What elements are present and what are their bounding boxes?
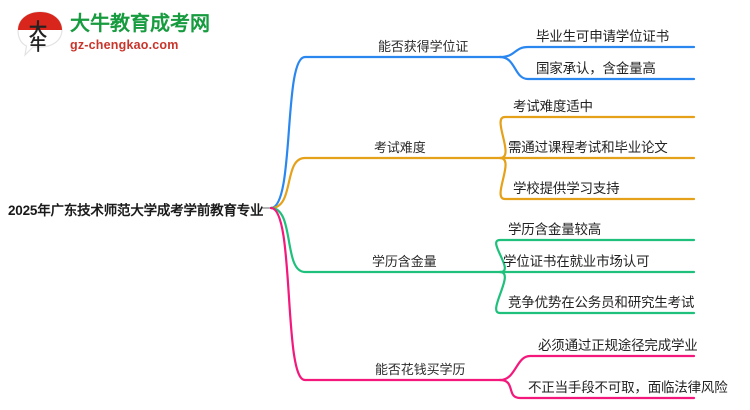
mindmap-connector: [498, 45, 696, 59]
mindmap-connector: [498, 354, 696, 382]
mindmap-connector: [269, 206, 502, 382]
mindmap-connector: [498, 378, 696, 400]
leaf-node-label[interactable]: 不正当手段不可取，面临法律风险: [528, 380, 728, 395]
site-logo: 大 牛 大牛教育成考网 gz-chengkao.com: [14, 8, 210, 60]
mindmap-connector: [269, 156, 502, 210]
leaf-node-label[interactable]: 学位证书在就业市场认可: [503, 254, 650, 269]
mindmap-connector: [498, 156, 696, 201]
svg-text:大: 大: [29, 19, 47, 40]
logo-domain: gz-chengkao.com: [70, 38, 179, 52]
mindmap-connector: [269, 206, 502, 274]
leaf-node-label[interactable]: 考试难度适中: [513, 99, 593, 114]
logo-mark-icon: 大 牛: [17, 11, 63, 57]
branch-node-label[interactable]: 考试难度: [374, 140, 426, 155]
leaf-node-label[interactable]: 必须通过正规途径完成学业: [538, 338, 698, 353]
branch-node-label[interactable]: 能否花钱买学历: [375, 362, 466, 377]
logo-wordmark: 大牛教育成考网 gz-chengkao.com: [70, 11, 210, 57]
mindmap-connector: [495, 270, 696, 315]
root-node-label[interactable]: 2025年广东技术师范大学成考学前教育专业: [8, 203, 264, 218]
leaf-node-label[interactable]: 需通过课程考试和毕业论文: [508, 140, 668, 155]
leaf-node-label[interactable]: 竞争优势在公务员和研究生考试: [508, 295, 695, 310]
leaf-node-label[interactable]: 国家承认，含金量高: [536, 61, 656, 76]
svg-text:牛: 牛: [30, 35, 46, 54]
leaf-node-label[interactable]: 学历含金量较高: [508, 222, 602, 237]
logo-brand-name: 大牛教育成考网: [70, 13, 210, 35]
mindmap-connector: [498, 55, 696, 81]
mindmap-connector: [498, 115, 696, 160]
branch-node-label[interactable]: 能否获得学位证: [378, 39, 469, 54]
leaf-node-label[interactable]: 毕业生可申请学位证书: [536, 29, 669, 44]
leaf-node-label[interactable]: 学校提供学习支持: [513, 181, 620, 196]
mindmap-connector: [269, 55, 502, 210]
branch-node-label[interactable]: 学历含金量: [372, 254, 437, 269]
